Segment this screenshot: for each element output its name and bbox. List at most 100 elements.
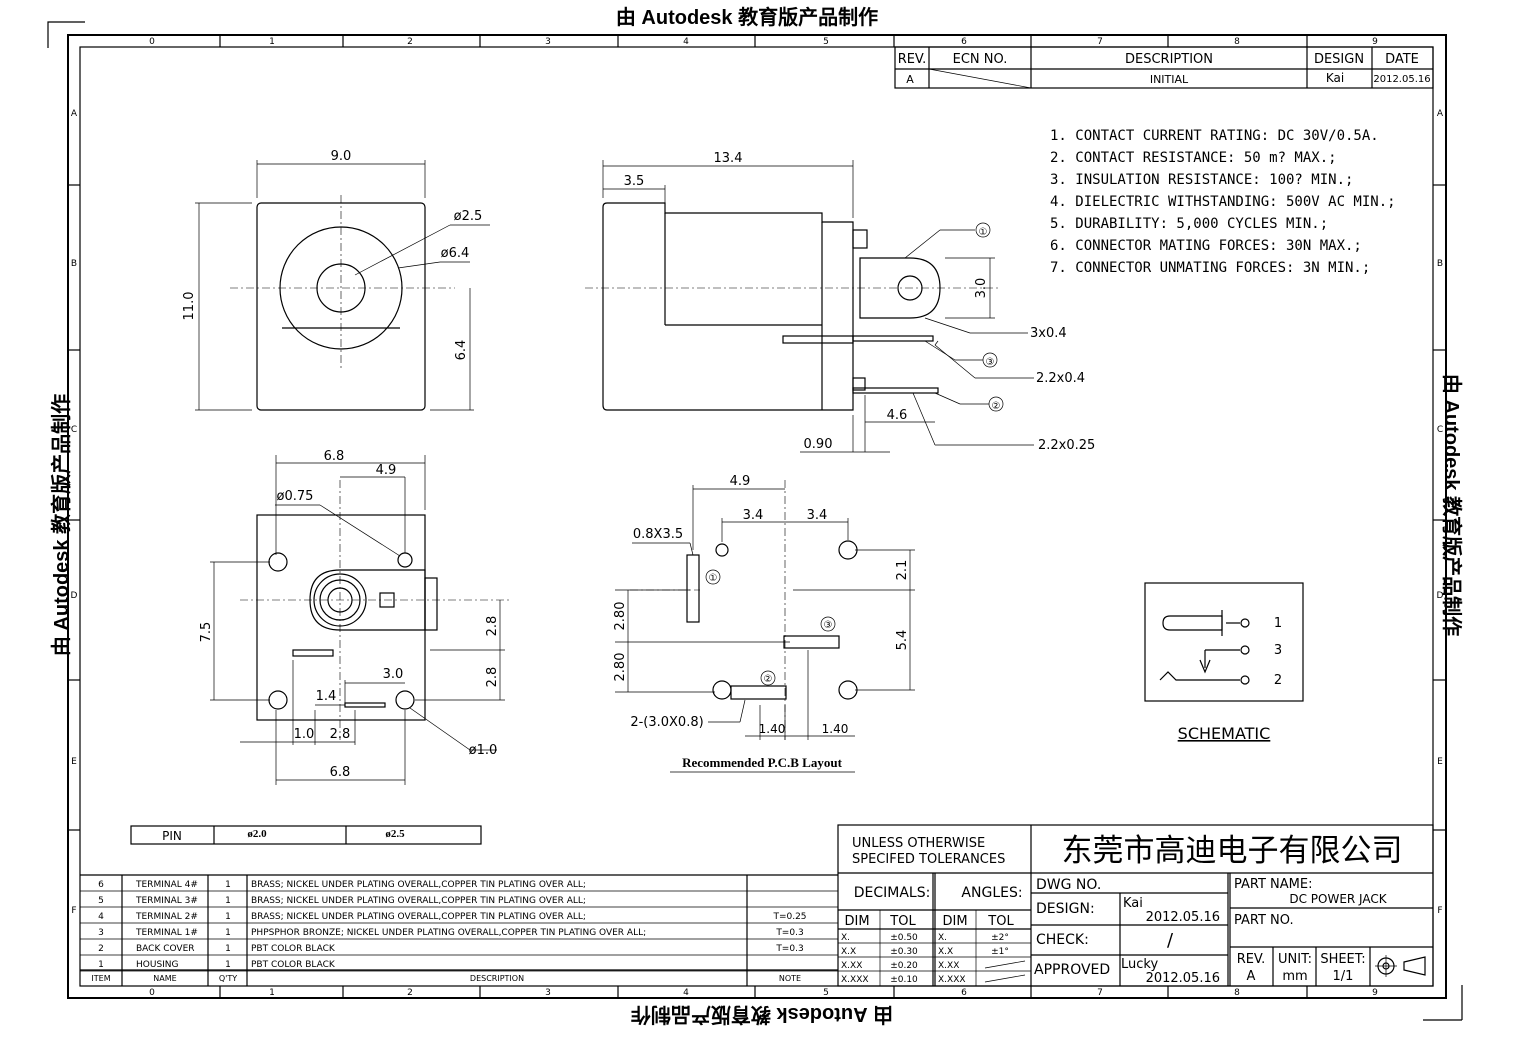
side-length-label: 13.4 [714,151,743,166]
bottom-p2-label: 2.8 [485,667,500,688]
rev-header-design: DESIGN [1314,52,1364,67]
rev-header-date: DATE [1385,52,1419,67]
pcb-layout-title: Recommended P.C.B Layout [682,755,843,770]
sheet-label: SHEET: [1320,952,1365,967]
ang-dim: X.XX [938,961,959,971]
zone-column-label: 5 [823,37,829,47]
spec-line: 3. INSULATION RESISTANCE: 100? MIN.; [1050,172,1353,188]
bom-qty: 1 [225,960,231,970]
approved-label: APPROVED [1034,962,1110,978]
bom-item: 4 [98,912,104,922]
pcb-marker-2: ② [764,674,773,685]
bom-desc: BRASS; NICKEL UNDER PLATING OVERALL,COPP… [251,896,586,906]
zone-column-label: 8 [1234,37,1240,47]
schematic: 1 3 2 SCHEMATIC [1144,582,1304,743]
pcb-marker-3: ③ [824,620,833,631]
bom-item: 2 [98,944,104,954]
side-marker-2: ② [992,401,1001,412]
bom-header: Q'TY [219,974,237,983]
zone-column-label: 0 [149,37,155,47]
projection-icon [1375,955,1426,977]
zone-row-label: C [71,425,77,435]
unit-label: UNIT: [1278,952,1312,967]
tol-value: ±0.30 [890,947,918,957]
tol-value: ±0.10 [890,975,918,985]
zone-column-label: 2 [407,988,413,998]
bom-name: HOUSING [136,960,179,970]
front-d-outer-label: ø6.4 [441,246,470,261]
zone-column-label: 6 [961,988,967,998]
zone-column-label: 7 [1097,37,1103,47]
spec-list: 1. CONTACT CURRENT RATING: DC 30V/0.5A. … [1050,128,1396,276]
bottom-d4-label: 1.4 [316,689,337,704]
tol-title-1: UNLESS OTHERWISE [852,836,985,851]
tol-dim: X.XX [841,961,862,971]
bom-item: 3 [98,928,104,938]
tol-header: TOL [987,914,1014,929]
bom-desc: BRASS; NICKEL UNDER PLATING OVERALL,COPP… [251,912,586,922]
spec-line: 2. CONTACT RESISTANCE: 50 m? MAX.; [1050,150,1337,166]
bom-qty: 1 [225,896,231,906]
pcb-marker-1: ① [709,573,718,584]
part-no-label: PART NO. [1234,913,1294,928]
watermark-top: 由 Autodesk 教育版产品制作 [616,5,878,29]
side-tip-label: 0.90 [804,437,833,452]
approved-date: 2012.05.16 [1146,971,1220,986]
bom-name: TERMINAL 1# [135,928,198,938]
zone-row-label: B [71,259,77,269]
front-d-inner-label: ø2.5 [454,209,483,224]
rev-row-date: 2012.05.16 [1373,74,1430,85]
outer-frame [67,34,1447,999]
pcb-d2-label: 3.4 [743,508,764,523]
part-name-label: PART NAME: [1234,877,1313,892]
dim-header: DIM [942,914,967,929]
zone-row-label: A [1437,109,1444,119]
front-view: 9.0 11.0 6.4 ø2.5 ø6.4 [182,149,490,411]
part-name: DC POWER JACK [1289,892,1387,906]
pcb-d1-label: 4.9 [730,474,751,489]
pcb-v1-label: 2.1 [895,560,910,581]
spec-line: 5. DURABILITY: 5,000 CYCLES MIN.; [1050,216,1328,232]
design-date: 2012.05.16 [1146,910,1220,925]
bom-desc: PBT COLOR BLACK [251,960,336,970]
bottom-hole2-label: ø1.0 [469,743,498,758]
rev-row-design: Kai [1326,71,1344,85]
bom-desc: PBT COLOR BLACK [251,944,336,954]
front-center-label: 6.4 [454,340,469,361]
bom-qty: 1 [225,912,231,922]
dim-header: DIM [844,914,869,929]
side-pin2-label: 2.2x0.25 [1038,438,1095,453]
approver-name: Lucky [1121,957,1158,972]
bottom-d2-label: 4.9 [376,463,397,478]
bom-item: 1 [98,960,104,970]
front-width-label: 9.0 [331,149,352,164]
zone-column-label: 7 [1097,988,1103,998]
schematic-pin-1: 1 [1274,616,1282,631]
bottom-h-label: 7.5 [199,622,214,643]
zone-row-label: D [71,591,78,601]
tol-value: ±0.20 [890,961,918,971]
ang-value: ±2° [991,933,1009,943]
pcb-slot2-label: 2-(3.0X0.8) [630,715,703,730]
zone-row-label: F [1437,906,1442,916]
pin-table-label: PIN [162,829,182,843]
spec-line: 6. CONNECTOR MATING FORCES: 30N MAX.; [1050,238,1362,254]
ang-value: ±1° [991,947,1009,957]
zone-column-label: 6 [961,37,967,47]
bottom-d6-label: 2.8 [330,727,351,742]
tol-dim: X. [841,933,850,943]
dwg-no-label: DWG NO. [1036,877,1101,893]
zone-column-label: 3 [545,988,551,998]
zone-row-label: D [1437,591,1444,601]
check-value: / [1167,930,1174,951]
watermark-right: 由 Autodesk 教育版产品制作 [1440,374,1464,636]
rev-row-rev: A [906,73,914,86]
zone-row-label: F [71,906,76,916]
tol-header: TOL [889,914,916,929]
title-block: UNLESS OTHERWISE SPECIFED TOLERANCES DEC… [837,824,1434,987]
bom-header: ITEM [91,974,110,983]
revision-table: REV. ECN NO. DESCRIPTION DESIGN DATE A I… [894,46,1434,89]
rev-header-ecn: ECN NO. [953,52,1008,67]
company-name: 东莞市高迪电子有限公司 [1062,833,1403,869]
pin-table-c2: ø2.5 [385,828,405,840]
